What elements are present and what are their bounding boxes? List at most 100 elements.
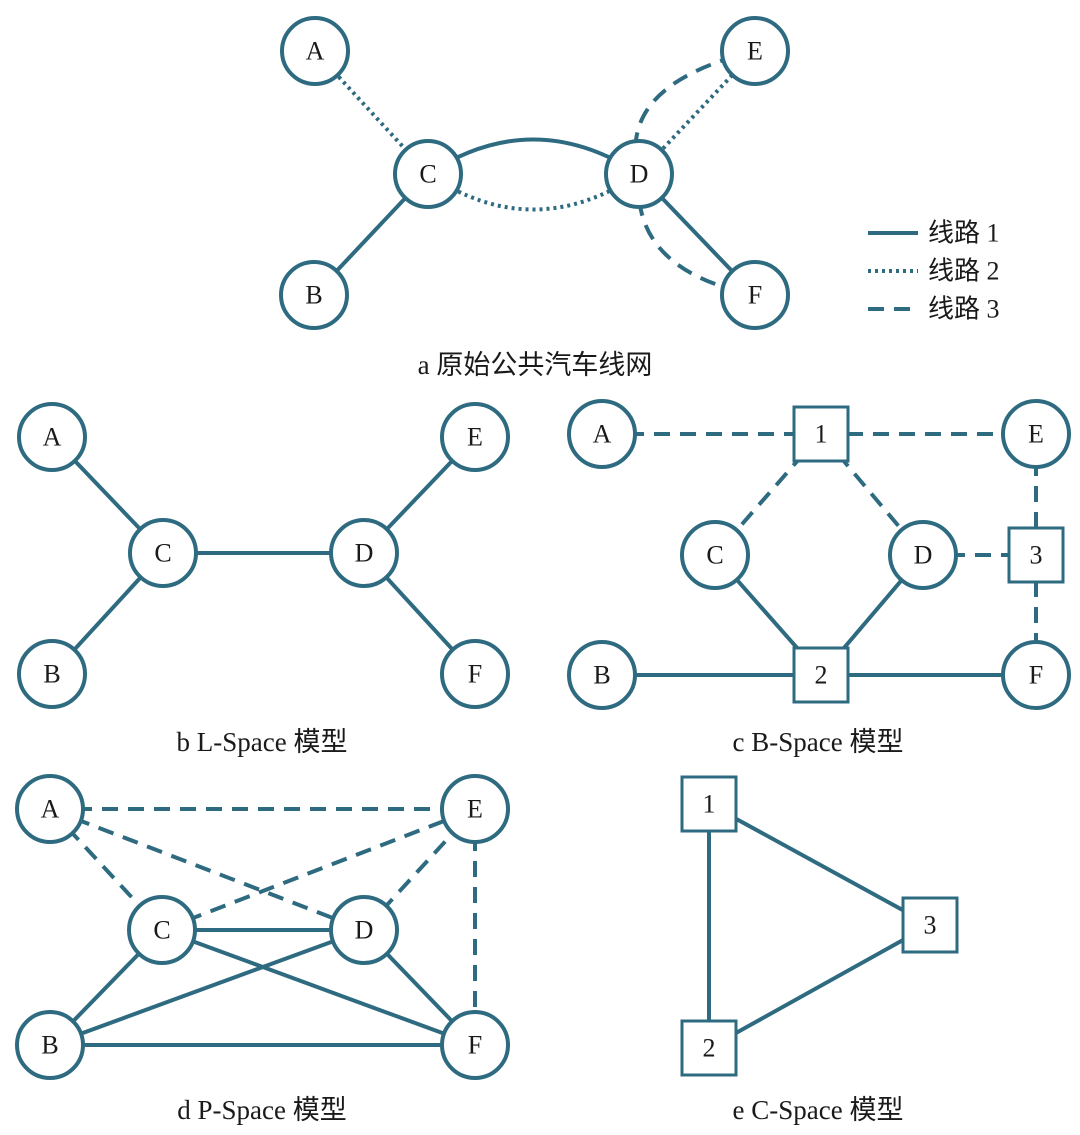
legend: 线路 1 线路 2 线路 3: [868, 219, 1000, 324]
node-label-b-B: B: [43, 660, 60, 689]
node-a-E: E: [720, 16, 790, 86]
node-b-E: E: [440, 402, 510, 472]
route-square-e-r1: [680, 775, 738, 833]
node-label-c-C: C: [706, 541, 723, 570]
node-a-A: A: [280, 16, 350, 86]
node-e-r1: 1: [680, 775, 738, 833]
node-label-e-r2: 2: [703, 1034, 716, 1063]
stop-circle-d-F: [440, 1010, 510, 1080]
legend-label-route3: 线路 3: [928, 295, 1000, 324]
edge-d-A-D-dashed: [49, 807, 365, 932]
stop-circle-b-A: [17, 402, 87, 472]
node-label-d-F: F: [468, 1031, 482, 1060]
stop-circle-b-F: [440, 639, 510, 709]
node-d-B: B: [15, 1010, 85, 1080]
node-c-C: C: [680, 520, 750, 590]
caption-panel-c: c B-Space 模型: [733, 727, 904, 757]
node-b-D: D: [329, 518, 399, 588]
node-label-d-C: C: [153, 916, 170, 945]
legend-label-route2: 线路 2: [928, 257, 1000, 286]
node-c-r1: 1: [792, 405, 850, 463]
stop-circle-b-B: [17, 639, 87, 709]
stop-circle-a-A: [280, 16, 350, 86]
edge-d-B-D-solid: [49, 928, 365, 1047]
node-d-A: A: [15, 774, 85, 844]
node-c-r2: 2: [792, 646, 850, 704]
stop-circle-a-C: [393, 139, 463, 209]
node-c-D: D: [888, 520, 958, 590]
stop-circle-c-E: [1001, 399, 1071, 469]
node-label-d-E: E: [467, 795, 483, 824]
node-label-d-A: A: [41, 795, 60, 824]
node-label-a-C: C: [419, 160, 436, 189]
stop-circle-b-D: [329, 518, 399, 588]
node-c-E: E: [1001, 399, 1071, 469]
stop-circle-c-A: [567, 399, 637, 469]
node-label-c-r3: 3: [1030, 541, 1043, 570]
node-label-c-r1: 1: [815, 420, 828, 449]
stop-circle-c-C: [680, 520, 750, 590]
route-square-c-r3: [1007, 526, 1065, 584]
node-label-b-C: C: [154, 539, 171, 568]
node-a-C: C: [393, 139, 463, 209]
node-label-a-A: A: [306, 37, 325, 66]
stop-circle-b-C: [128, 518, 198, 588]
stop-circle-a-B: [279, 260, 349, 330]
caption-panel-a: a 原始公共汽车线网: [418, 350, 653, 380]
node-label-c-F: F: [1029, 661, 1043, 690]
node-d-E: E: [440, 774, 510, 844]
edge-d-C-E-dashed: [161, 807, 476, 932]
node-label-a-D: D: [630, 160, 649, 189]
node-a-B: B: [279, 260, 349, 330]
stop-circle-a-F: [720, 260, 790, 330]
stop-circle-c-D: [888, 520, 958, 590]
node-label-e-r3: 3: [924, 911, 937, 940]
node-c-B: B: [567, 640, 637, 710]
node-b-B: B: [17, 639, 87, 709]
node-label-c-r2: 2: [815, 661, 828, 690]
edge-e-r2-r3-solid: [708, 923, 931, 1050]
edge-d-C-F-solid: [161, 928, 476, 1047]
stop-circle-a-E: [720, 16, 790, 86]
caption-panel-d: d P-Space 模型: [177, 1095, 346, 1125]
node-label-c-D: D: [914, 541, 933, 570]
node-label-d-D: D: [355, 916, 374, 945]
node-label-a-F: F: [748, 281, 762, 310]
node-label-b-E: E: [467, 423, 483, 452]
node-label-c-B: B: [593, 661, 610, 690]
node-label-b-A: A: [43, 423, 62, 452]
node-a-D: D: [604, 139, 674, 209]
node-b-A: A: [17, 402, 87, 472]
stop-circle-c-F: [1001, 640, 1071, 710]
node-d-F: F: [440, 1010, 510, 1080]
node-e-r3: 3: [901, 896, 959, 954]
node-d-C: C: [127, 895, 197, 965]
stop-circle-d-E: [440, 774, 510, 844]
caption-panel-b: b L-Space 模型: [177, 727, 348, 757]
node-c-F: F: [1001, 640, 1071, 710]
node-label-a-B: B: [305, 281, 322, 310]
route-square-c-r1: [792, 405, 850, 463]
caption-panel-e: e C-Space 模型: [733, 1095, 904, 1125]
node-c-r3: 3: [1007, 526, 1065, 584]
route-square-e-r3: [901, 896, 959, 954]
node-label-c-E: E: [1028, 420, 1044, 449]
stop-circle-b-E: [440, 402, 510, 472]
node-label-c-A: A: [593, 420, 612, 449]
node-label-a-E: E: [747, 37, 763, 66]
node-label-e-r1: 1: [703, 790, 716, 819]
node-e-r2: 2: [680, 1019, 738, 1077]
stop-circle-d-A: [15, 774, 85, 844]
node-label-d-B: B: [41, 1031, 58, 1060]
node-d-D: D: [329, 895, 399, 965]
node-c-A: A: [567, 399, 637, 469]
stop-circle-c-B: [567, 640, 637, 710]
route-square-c-r2: [792, 646, 850, 704]
node-b-C: C: [128, 518, 198, 588]
node-label-b-F: F: [468, 660, 482, 689]
node-label-b-D: D: [355, 539, 374, 568]
stop-circle-d-B: [15, 1010, 85, 1080]
edges-layer: [48, 49, 1038, 1050]
